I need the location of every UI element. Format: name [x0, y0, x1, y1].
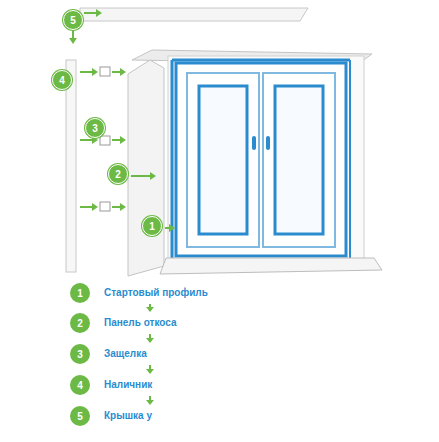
step-number: 4 — [70, 375, 90, 395]
arrow-head — [150, 172, 156, 180]
latch-clip — [100, 136, 110, 145]
assembly-arrow — [80, 71, 92, 73]
assembly-arrow — [84, 12, 96, 14]
callout-number: 4 — [52, 70, 72, 90]
arrow-head — [92, 203, 98, 211]
trim-strip-shape — [66, 60, 76, 272]
step-label: Защелка — [104, 348, 147, 360]
latch-clip — [100, 202, 110, 211]
start-profile-top — [172, 59, 350, 62]
frame-outline — [176, 63, 346, 256]
assembly-arrow — [80, 206, 92, 208]
arrow-head — [120, 136, 126, 144]
window-sill — [160, 258, 382, 274]
assembly-arrow — [112, 139, 120, 141]
step-number: 1 — [70, 283, 90, 303]
assembly-arrow — [80, 139, 92, 141]
step-label: Панель откоса — [104, 317, 176, 329]
callout-number: 1 — [142, 216, 162, 236]
arrow-head — [146, 338, 154, 343]
left-glass — [199, 86, 247, 234]
assembly-arrow — [112, 71, 120, 73]
latch-clip — [100, 67, 110, 76]
assembly-arrow — [72, 30, 74, 38]
right-sash — [263, 73, 335, 247]
step-label: Наличник — [104, 379, 152, 391]
trim-strip — [66, 60, 76, 272]
window-frame — [172, 60, 350, 258]
top-cover-strip — [80, 8, 308, 21]
list-step: 1 Стартовый профиль — [70, 283, 208, 303]
step-label: Крышка у — [104, 410, 152, 422]
flow-arrow — [146, 334, 154, 343]
wall-opening — [128, 50, 372, 276]
list-step: 2 Панель откоса — [70, 313, 176, 333]
step-number: 3 — [70, 344, 90, 364]
arrow-head — [146, 369, 154, 374]
arrow-head — [69, 38, 77, 44]
cover-strip-shape — [80, 8, 308, 21]
latch-clips — [100, 67, 110, 211]
start-profile-right — [349, 60, 351, 258]
sill-shape — [160, 258, 382, 274]
callout-number: 5 — [63, 10, 83, 30]
arrow-head — [146, 400, 154, 405]
right-glass — [275, 86, 323, 234]
arrow-head — [146, 307, 154, 312]
flow-arrow — [146, 365, 154, 374]
step-label: Стартовый профиль — [104, 287, 208, 299]
step-number: 2 — [70, 313, 90, 333]
list-step: 3 Защелка — [70, 344, 147, 364]
flow-arrow — [146, 396, 154, 405]
left-handle — [252, 136, 256, 150]
arrow-head — [169, 224, 175, 232]
list-step: 5 Крышка у — [70, 406, 152, 426]
callout-number: 2 — [108, 164, 128, 184]
list-step: 4 Наличник — [70, 375, 152, 395]
left-sash — [187, 73, 259, 247]
assembly-arrow — [131, 175, 150, 177]
callout-number: 3 — [85, 118, 105, 138]
side-slope-panel — [128, 60, 164, 276]
arrow-head — [120, 203, 126, 211]
flow-arrow — [146, 304, 154, 312]
right-handle — [266, 136, 270, 150]
arrow-head — [92, 68, 98, 76]
arrow-head — [120, 68, 126, 76]
step-number: 5 — [70, 406, 90, 426]
arrow-head — [96, 9, 102, 17]
assembly-arrows — [69, 9, 175, 232]
assembly-arrow — [112, 206, 120, 208]
window-reveal — [168, 56, 364, 262]
